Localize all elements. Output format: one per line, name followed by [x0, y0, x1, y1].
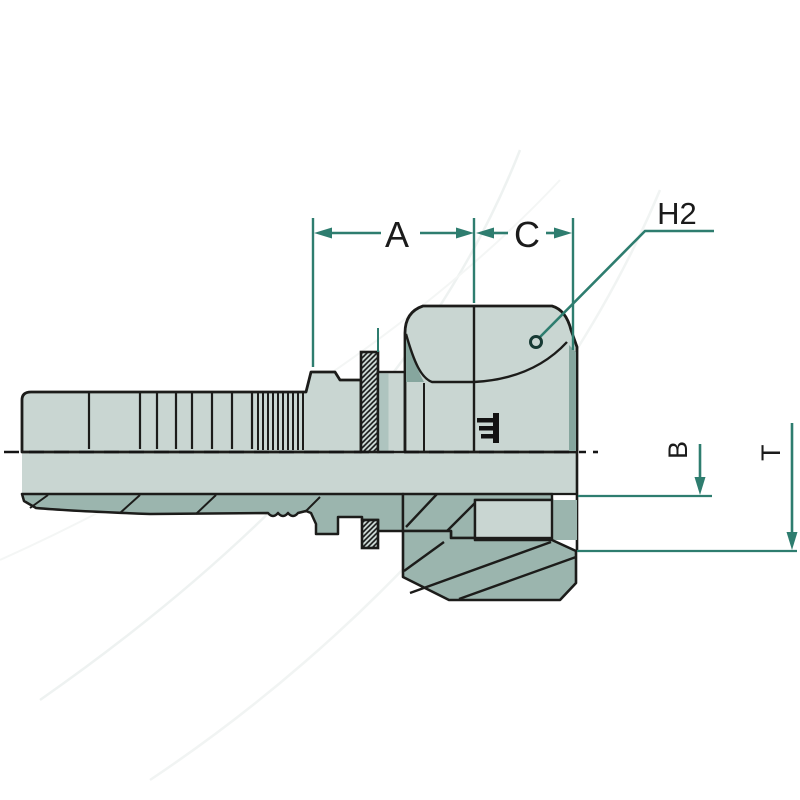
dimension-b: B [578, 441, 712, 498]
callout-h2: H2 [529, 196, 714, 349]
dim-c-label: C [514, 214, 540, 255]
section-edge-lines [29, 494, 321, 515]
h2-leader-line [539, 229, 714, 338]
barb-lines [87, 392, 254, 449]
arrowhead-right [456, 227, 474, 239]
dim-b-label: B [663, 441, 693, 459]
nut-section-diagonals [403, 540, 577, 601]
neck-shading [379, 373, 389, 451]
arrowhead-left [476, 227, 494, 239]
collar-section [359, 350, 380, 550]
nipple-section-band [20, 492, 405, 536]
arrowhead-right [554, 227, 572, 239]
dim-t-label: T [756, 445, 786, 462]
hose-nipple [20, 370, 405, 536]
arrowhead-left [314, 227, 332, 239]
cone-seat-line [405, 493, 438, 528]
dimension-t: T [577, 423, 798, 553]
nut-body [403, 304, 579, 454]
nut-right-edge-shading [569, 345, 576, 451]
nut-section-right-strip [552, 500, 577, 540]
nut-left-fillet-shading [406, 338, 424, 382]
nut-inner-face [473, 498, 554, 540]
thread-mark-symbol [477, 413, 499, 443]
collar-lower-hatch [362, 520, 378, 548]
thread-serration-lines [257, 391, 304, 450]
h2-label: H2 [657, 196, 697, 231]
dimension-a: A [311, 214, 476, 367]
union-nut [376, 304, 579, 602]
t-arrowhead [786, 532, 798, 550]
dim-a-label: A [385, 214, 409, 255]
h2-target-circle [529, 335, 543, 349]
b-arrowhead [694, 477, 706, 495]
bore-region [22, 452, 577, 494]
dimension-c: C [476, 214, 575, 350]
collar-upper-hatch [361, 352, 378, 452]
